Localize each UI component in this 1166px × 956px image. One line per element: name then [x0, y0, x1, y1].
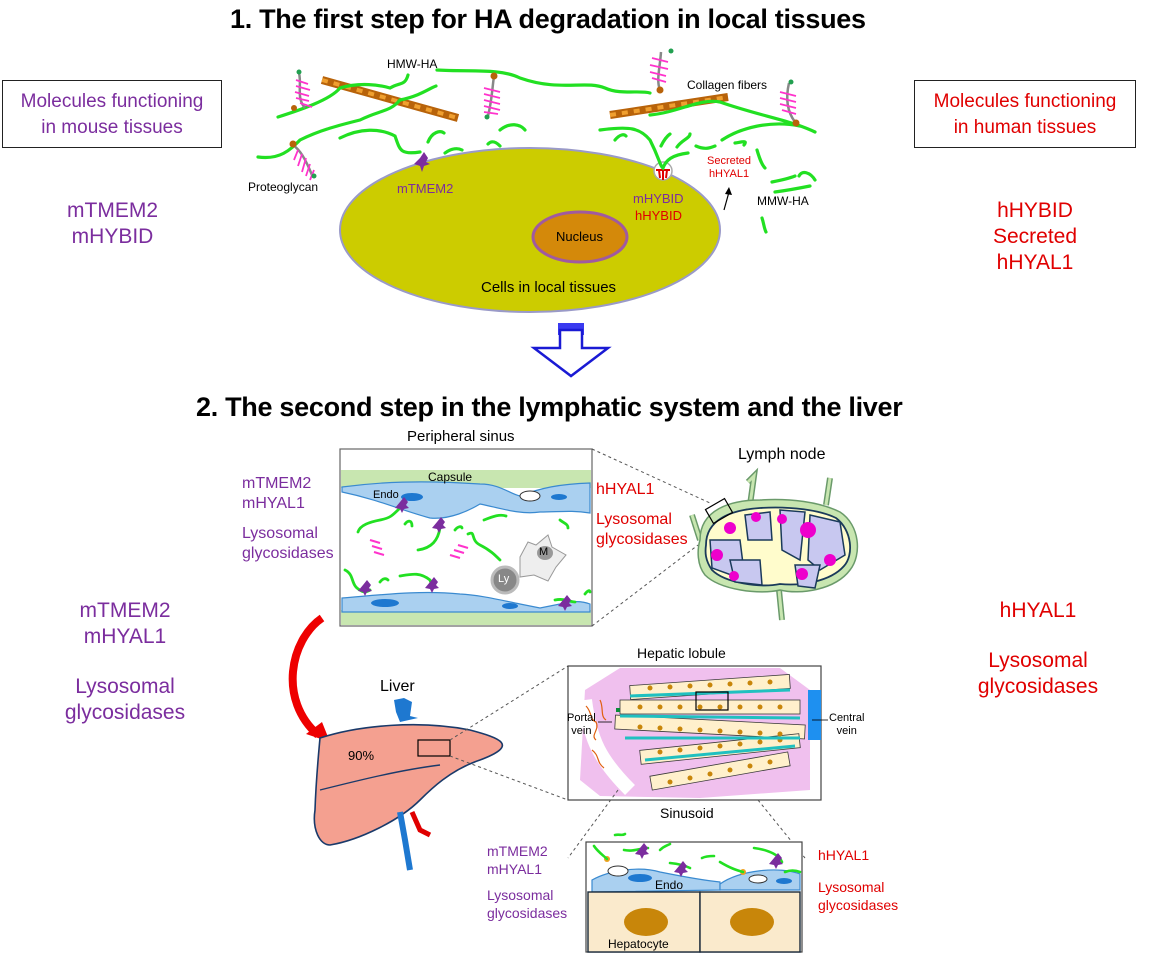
step2-mouse-molecules: mTMEM2 mHYAL1 Lysosomal glycosidases — [60, 598, 190, 726]
human-molecule: hHYAL1 — [596, 481, 655, 498]
sinusoid-mouse-molecules: mTMEM2 mHYAL1 Lysosomal glycosidases — [487, 842, 567, 922]
mmw-ha-fragments — [426, 130, 817, 234]
lymphocyte-label: Ly — [498, 573, 510, 585]
human-molecule: hHYAL1 — [818, 847, 870, 863]
sinus-human-molecules: hHYAL1 Lysosomal glycosidases — [596, 480, 688, 550]
step2-title: 2. The second step in the lymphatic syst… — [196, 392, 903, 422]
human-molecule: glycosidases — [596, 531, 688, 548]
human-molecule: glycosidases — [818, 897, 899, 913]
mouse-molecule: mHYAL1 — [242, 495, 305, 512]
mouse-molecule: Lysosomal — [487, 887, 554, 903]
proteoglycan-3 — [483, 72, 501, 120]
secreted-line1: Secreted — [707, 155, 752, 167]
cell-body — [339, 147, 721, 313]
hepatocyte-label: Hepatocyte — [608, 937, 669, 951]
proteoglycan-2 — [289, 140, 317, 181]
hhybid-label: hHYBID — [635, 208, 682, 223]
mhybid-label: mHYBID — [633, 191, 684, 206]
mouse-molecule: mTMEM2 — [79, 599, 171, 622]
central-vein-line1: Central — [829, 712, 865, 724]
proteoglycan-label: Proteoglycan — [248, 180, 319, 194]
mouse-molecule: glycosidases — [64, 701, 186, 724]
central-vein-line2: vein — [836, 725, 857, 737]
hmw-ha-chains — [256, 68, 817, 171]
hmw-ha-label: HMW-HA — [387, 57, 438, 71]
mouse-molecule: glycosidases — [242, 545, 334, 562]
mouse-molecule: Lysosomal — [242, 525, 318, 542]
mouse-molecule: Lysosomal — [75, 675, 175, 698]
proteoglycan-1 — [291, 69, 313, 111]
cells-label: Cells in local tissues — [481, 279, 617, 296]
mouse-molecule: mTMEM2 — [487, 843, 548, 859]
liver-title: Liver — [380, 678, 415, 695]
lymph-node-title: Lymph node — [738, 446, 826, 463]
sinusoid-title: Sinusoid — [660, 805, 714, 821]
liver-percent: 90% — [348, 748, 375, 763]
human-molecule: Lysosomal — [818, 879, 885, 895]
nucleus-shape — [531, 210, 629, 264]
human-box-line1: Molecules functioning — [933, 91, 1117, 112]
mouse-molecule: mHYAL1 — [83, 625, 167, 648]
nucleus-label: Nucleus — [556, 229, 603, 244]
sinus-mouse-molecules: mTMEM2 mHYAL1 Lysosomal glycosidases — [242, 474, 334, 564]
human-molecule: Lysosomal — [596, 511, 672, 528]
sinusoid-endo-label: Endo — [655, 878, 684, 892]
step2-human-molecules: hHYAL1 Lysosomal glycosidases — [968, 598, 1108, 700]
proteoglycan-4 — [649, 48, 674, 94]
mmw-ha-label: MMW-HA — [757, 194, 809, 208]
hepatic-lobule-panel — [567, 665, 828, 801]
secreted-hhyal1-label: Secreted hHYAL1 — [707, 155, 751, 181]
liver-shape — [313, 698, 504, 871]
step1-title: 1. The first step for HA degradation in … — [230, 4, 866, 34]
mouse-molecule: mTMEM2 — [242, 475, 312, 492]
tmem2-icon — [414, 152, 430, 172]
central-vein-label: Central vein — [829, 712, 864, 738]
hepatic-lobule-title: Hepatic lobule — [637, 645, 726, 661]
step1-human-molecules: hHYBID Secreted hHYAL1 — [960, 198, 1110, 276]
mouse-molecule: mHYAL1 — [487, 861, 542, 877]
step-arrow-down — [530, 323, 612, 378]
lymph-node-shape — [689, 467, 859, 621]
portal-vein-label: Portal vein — [567, 712, 596, 738]
sinusoid-human-molecules: hHYAL1 Lysosomal glycosidases — [818, 846, 898, 914]
human-molecule: hHYAL1 — [999, 599, 1077, 622]
mouse-molecule: mTMEM2 — [67, 199, 158, 222]
mouse-tissues-box: Molecules functioning in mouse tissues — [2, 80, 222, 148]
mouse-box-line2: in mouse tissues — [41, 117, 183, 138]
human-molecule: Secreted hHYAL1 — [992, 225, 1078, 274]
secreted-line2: hHYAL1 — [708, 168, 750, 180]
curved-arrow-red — [288, 614, 330, 742]
sinusoid-panel — [585, 832, 803, 953]
human-molecule: hHYBID — [997, 199, 1073, 222]
human-box-line2: in human tissues — [953, 117, 1097, 138]
endo-label: Endo — [373, 489, 399, 501]
portal-vein-line1: Portal — [567, 712, 596, 724]
mouse-molecule: mHYBID — [71, 225, 154, 248]
peripheral-sinus-panel — [339, 448, 593, 627]
peripheral-sinus-title: Peripheral sinus — [407, 428, 515, 445]
collagen-label: Collagen fibers — [687, 78, 768, 92]
human-molecule: Lysosomal — [988, 649, 1088, 672]
step1-mouse-molecules: mTMEM2 mHYBID — [40, 198, 185, 250]
human-molecule: glycosidases — [977, 675, 1099, 698]
hybid-icon — [656, 169, 670, 180]
capsule-label: Capsule — [428, 470, 473, 484]
mouse-box-line1: Molecules functioning — [20, 91, 204, 112]
proteoglycan-5 — [779, 79, 800, 127]
macrophage-label: M — [539, 546, 549, 558]
mtmem2-label: mTMEM2 — [397, 181, 454, 196]
mouse-molecule: glycosidases — [487, 905, 568, 921]
human-tissues-box: Molecules functioning in human tissues — [914, 80, 1136, 148]
portal-vein-line2: vein — [571, 725, 592, 737]
